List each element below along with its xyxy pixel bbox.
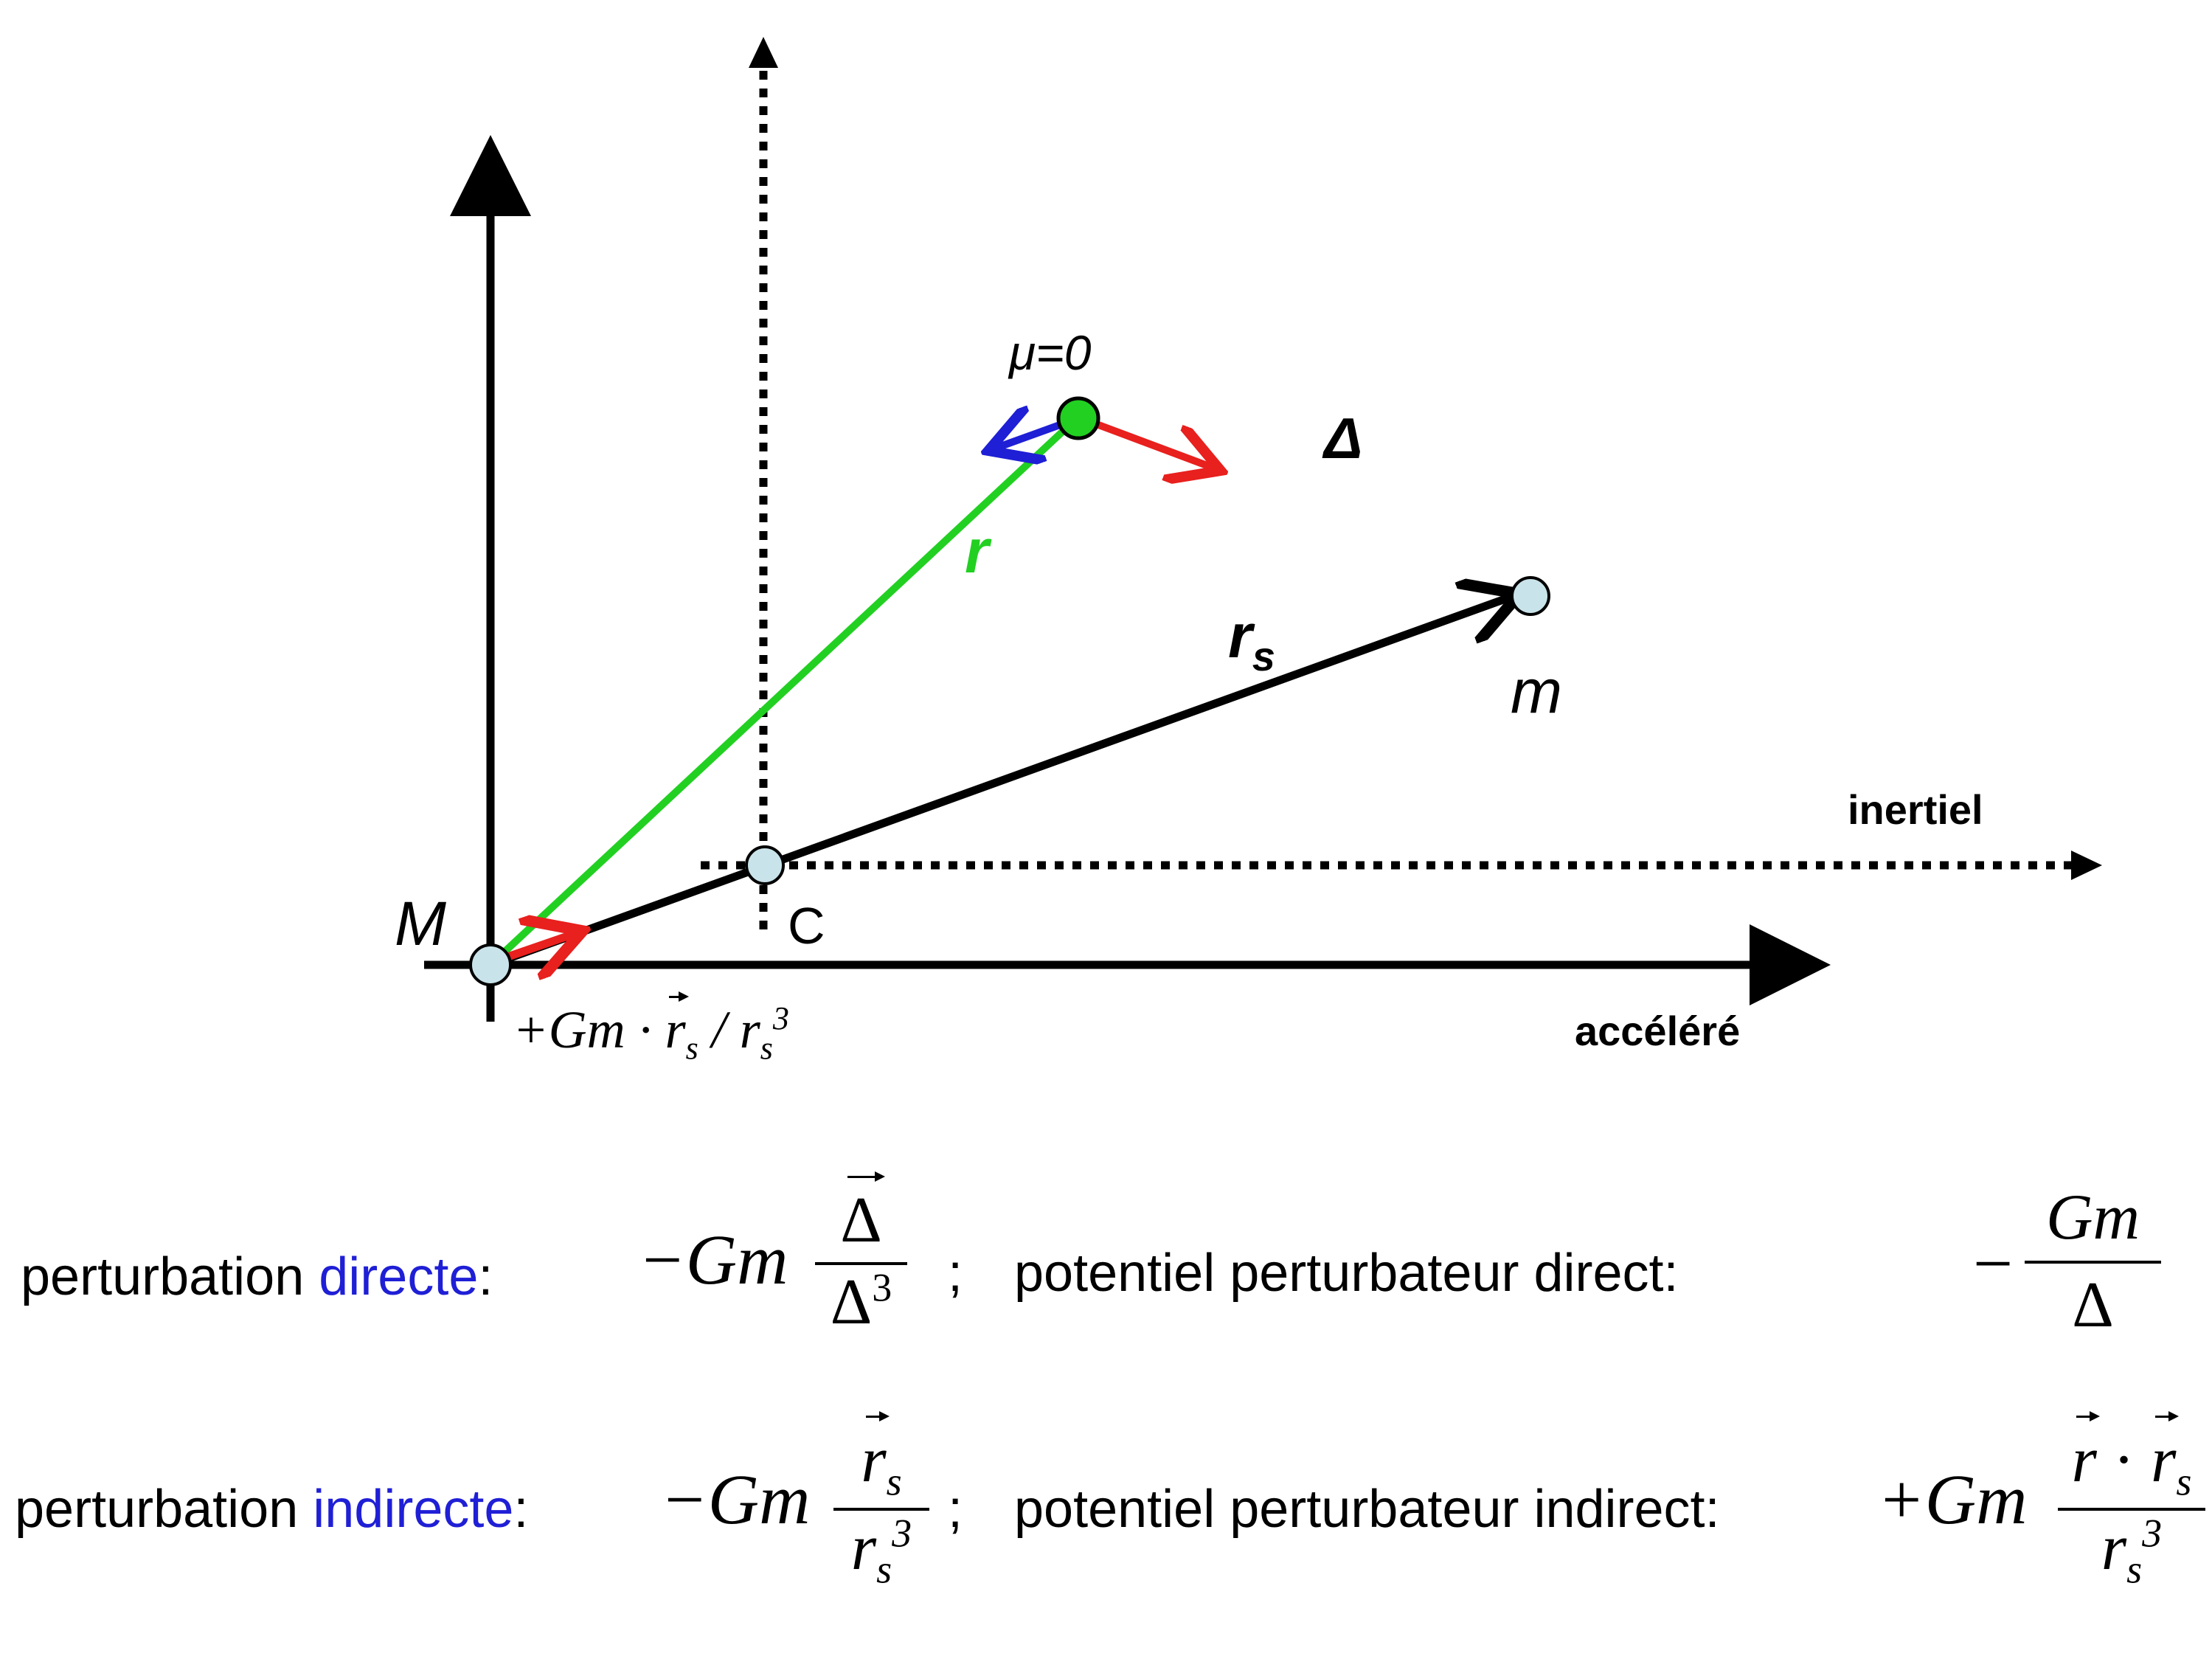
row2-force-fraction: rs rs3 bbox=[833, 1411, 929, 1590]
row2-label: perturbation indirecte: bbox=[15, 1483, 528, 1536]
row1-force-denominator: Δ3 bbox=[831, 1265, 892, 1340]
rs-label: rs bbox=[1228, 605, 1275, 676]
indirect-perturbation-arrow bbox=[988, 422, 1069, 451]
row2-colon: : bbox=[513, 1480, 529, 1539]
row2-force-den-exp: 3 bbox=[892, 1511, 912, 1556]
row2-potential-den-exp: 3 bbox=[2142, 1511, 2163, 1556]
row2-separator: ; bbox=[948, 1480, 963, 1539]
accelere-label: accéléré bbox=[1575, 1008, 1741, 1054]
barycenter-C bbox=[745, 845, 785, 885]
rs-label-sub: s bbox=[1252, 632, 1275, 679]
indirect-acceleration-arrow bbox=[500, 931, 583, 959]
row2-colored-word: indirecte bbox=[313, 1480, 514, 1539]
row2-prefix: perturbation bbox=[15, 1480, 313, 1539]
accel-formula-exp: 3 bbox=[772, 1000, 789, 1036]
row2-force-bar bbox=[833, 1508, 929, 1511]
inertial-y-arrowhead bbox=[749, 37, 778, 68]
row1-potential-bar bbox=[2025, 1261, 2161, 1264]
row2-potential-num-b-sub: s bbox=[2176, 1459, 2192, 1504]
row1-potential-fraction: Gm Δ bbox=[2025, 1180, 2161, 1343]
row2-force-num-sub: s bbox=[886, 1459, 902, 1504]
rs-vector bbox=[489, 594, 1519, 969]
row2-potential-label: potentiel perturbateur indirect: bbox=[1014, 1480, 1720, 1539]
m-label: m bbox=[1511, 657, 1562, 726]
row2-force-sign: −Gm bbox=[660, 1460, 811, 1539]
row1-colon: : bbox=[478, 1247, 493, 1306]
row2-force-den-sub: s bbox=[876, 1547, 892, 1592]
row1-potential-sign: − bbox=[1973, 1224, 2014, 1303]
inertiel-label: inertiel bbox=[1848, 786, 1983, 833]
row1-colored-word: directe bbox=[319, 1247, 479, 1306]
row2-potential-den-base: r bbox=[2101, 1512, 2127, 1584]
row1-prefix: perturbation bbox=[21, 1247, 319, 1306]
mass-m bbox=[1511, 576, 1550, 616]
row2-force-den-base: r bbox=[850, 1512, 877, 1584]
row1-potential-numerator: Gm bbox=[2045, 1182, 2140, 1253]
row2-potential-num-a: r bbox=[2071, 1411, 2101, 1496]
row1-label: perturbation directe: bbox=[21, 1250, 493, 1303]
direct-perturbation-arrow bbox=[1081, 415, 1221, 471]
accel-formula-sub2: s bbox=[760, 1030, 773, 1067]
C-label: C bbox=[788, 897, 825, 955]
test-particle bbox=[1056, 396, 1100, 440]
row1-separator: ; bbox=[948, 1244, 963, 1303]
M-label: M bbox=[395, 889, 446, 958]
accel-formula-mid: / r bbox=[711, 1000, 760, 1059]
row2-potential-bar bbox=[2058, 1508, 2205, 1511]
row1-potential-label: potentiel perturbateur direct: bbox=[1014, 1244, 1679, 1303]
row2-potential-sign: +Gm bbox=[1877, 1460, 2028, 1539]
row2-potential-numerator: r · rs bbox=[2071, 1411, 2191, 1502]
row2-force-num-base: r bbox=[861, 1411, 890, 1496]
row2-potential-num-b: r bbox=[2151, 1411, 2180, 1496]
r-vector bbox=[488, 415, 1080, 968]
row1-potential-denominator: Δ bbox=[2072, 1270, 2114, 1341]
row2-potential-num-dot: · bbox=[2112, 1424, 2135, 1496]
row1-force-bar bbox=[815, 1262, 907, 1265]
row1-force-numerator: Δ bbox=[840, 1171, 885, 1256]
delta-label: Δ bbox=[1324, 406, 1363, 471]
inertial-x-arrowhead bbox=[2071, 851, 2102, 880]
accel-formula-prefix: +Gm · bbox=[513, 1000, 652, 1059]
row1-force-den-exp: 3 bbox=[872, 1265, 892, 1310]
row2-force-denominator: rs3 bbox=[850, 1511, 912, 1590]
mass-M bbox=[469, 943, 512, 986]
row2-potential-denominator: rs3 bbox=[2101, 1511, 2163, 1590]
row1-force-den-base: Δ bbox=[830, 1267, 873, 1338]
acceleration-formula: +Gm · rs / rs3 bbox=[513, 991, 789, 1064]
rs-label-base: r bbox=[1228, 601, 1252, 671]
row2-force-numerator: rs bbox=[861, 1411, 902, 1502]
row1-force-sign: −Gm bbox=[638, 1220, 788, 1299]
row2-potential-fraction: r · rs rs3 bbox=[2058, 1411, 2205, 1590]
mu-label: μ=0 bbox=[1009, 325, 1092, 380]
accel-formula-sub: s bbox=[685, 1030, 698, 1067]
row1-force-fraction: Δ Δ3 bbox=[815, 1171, 907, 1340]
r-label: r bbox=[965, 516, 989, 586]
row2-potential-den-sub: s bbox=[2126, 1547, 2143, 1592]
accel-formula-vector-r: r bbox=[665, 991, 689, 1059]
